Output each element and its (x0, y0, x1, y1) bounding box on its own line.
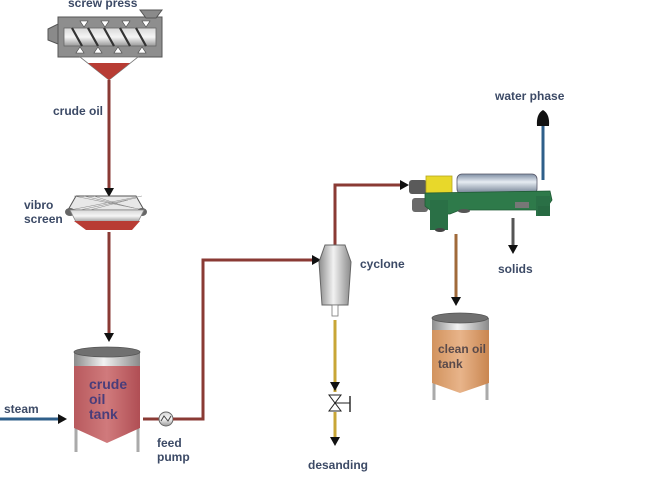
label-solids: solids (498, 262, 533, 276)
clean-oil-tank (431, 312, 489, 400)
arrow-down-icon (508, 245, 518, 254)
valve-icon[interactable] (328, 394, 351, 412)
label-feed-pump: feed pump (157, 436, 190, 464)
label-clean-oil-tank: clean oil tank (438, 342, 487, 371)
arrow-right-icon (58, 414, 67, 424)
crude-oil-line-5 (333, 183, 402, 248)
arrow-down-icon (104, 188, 114, 197)
arrow-up-icon (536, 110, 550, 126)
label-screw-press: screw press (68, 0, 138, 10)
crude-oil-line-4 (173, 258, 315, 421)
decanter-centrifuge (409, 173, 553, 232)
label-steam: steam (4, 402, 39, 416)
label-crude-oil: crude oil (53, 104, 104, 118)
screw-press (47, 9, 163, 81)
label-crude-oil-tank: crude oil tank (89, 376, 128, 422)
crude-oil-tank (73, 346, 141, 452)
arrow-down-icon (451, 297, 461, 306)
label-water-phase: water phase (495, 89, 565, 103)
arrow-down-icon (330, 437, 340, 446)
cyclone (318, 244, 352, 317)
vibro-screen (65, 195, 147, 230)
label-vibro-screen: vibro screen (24, 198, 63, 226)
label-desanding: desanding (308, 458, 369, 472)
feed-pump (158, 411, 174, 427)
arrow-down-icon (330, 382, 340, 391)
arrow-right-icon (400, 180, 409, 190)
label-cyclone: cyclone (360, 257, 405, 271)
arrow-right-icon (312, 255, 321, 265)
arrow-down-icon (104, 333, 114, 342)
